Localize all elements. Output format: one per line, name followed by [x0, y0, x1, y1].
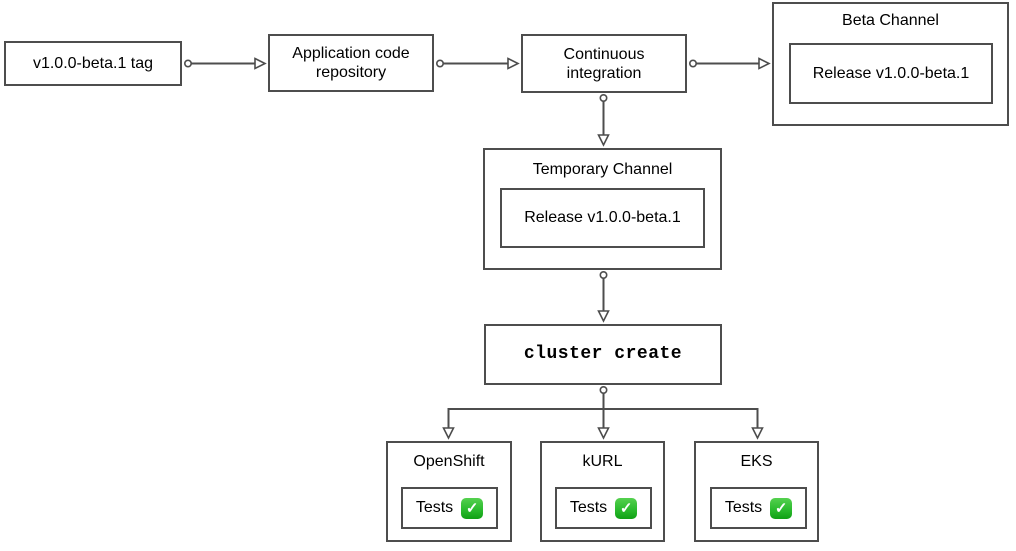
- node-temporary-release: Release v1.0.0-beta.1: [500, 188, 705, 248]
- node-openshift-tests-label: Tests: [415, 499, 454, 516]
- node-version-tag-label: v1.0.0-beta.1 tag: [32, 55, 154, 72]
- node-beta-release-label: Release v1.0.0-beta.1: [812, 64, 970, 82]
- group-beta-channel: Beta Channel Release v1.0.0-beta.1: [772, 2, 1009, 126]
- node-openshift-tests: Tests ✓: [401, 487, 498, 529]
- node-version-tag: v1.0.0-beta.1 tag: [4, 41, 182, 86]
- check-glyph: ✓: [465, 499, 479, 517]
- group-openshift-title: OpenShift: [413, 453, 485, 470]
- group-openshift: OpenShift Tests ✓: [386, 441, 512, 542]
- node-cluster-create: cluster create: [484, 324, 722, 385]
- check-mark-button-icon: ✓: [615, 497, 638, 519]
- node-temporary-release-label: Release v1.0.0-beta.1: [524, 209, 681, 226]
- group-beta-channel-title: Beta Channel: [842, 12, 939, 29]
- group-temporary-channel: Temporary Channel Release v1.0.0-beta.1: [483, 148, 722, 270]
- check-mark-button-icon: ✓: [461, 497, 484, 519]
- node-cluster-create-label: cluster create: [523, 344, 683, 364]
- node-kurl-tests: Tests ✓: [555, 487, 652, 529]
- node-kurl-tests-label: Tests: [569, 499, 608, 516]
- group-temporary-channel-title: Temporary Channel: [532, 161, 673, 178]
- group-eks-title: EKS: [740, 453, 773, 470]
- check-glyph: ✓: [619, 499, 633, 517]
- group-eks: EKS Tests ✓: [694, 441, 819, 542]
- group-kurl: kURL Tests ✓: [540, 441, 665, 542]
- check-mark-button-icon: ✓: [770, 497, 793, 519]
- node-app-code-repository-label: Application code repository: [292, 45, 410, 81]
- node-eks-tests: Tests ✓: [710, 487, 807, 529]
- node-continuous-integration: Continuous integration: [521, 34, 687, 93]
- edge-branch-openshift: [442, 408, 604, 440]
- node-continuous-integration-label: Continuous integration: [563, 45, 645, 82]
- edge-branch-eks: [603, 408, 764, 440]
- check-glyph: ✓: [774, 499, 788, 517]
- node-app-code-repository: Application code repository: [268, 34, 434, 92]
- group-kurl-title: kURL: [582, 453, 623, 470]
- node-beta-release: Release v1.0.0-beta.1: [789, 43, 993, 104]
- node-eks-tests-label: Tests: [724, 499, 763, 516]
